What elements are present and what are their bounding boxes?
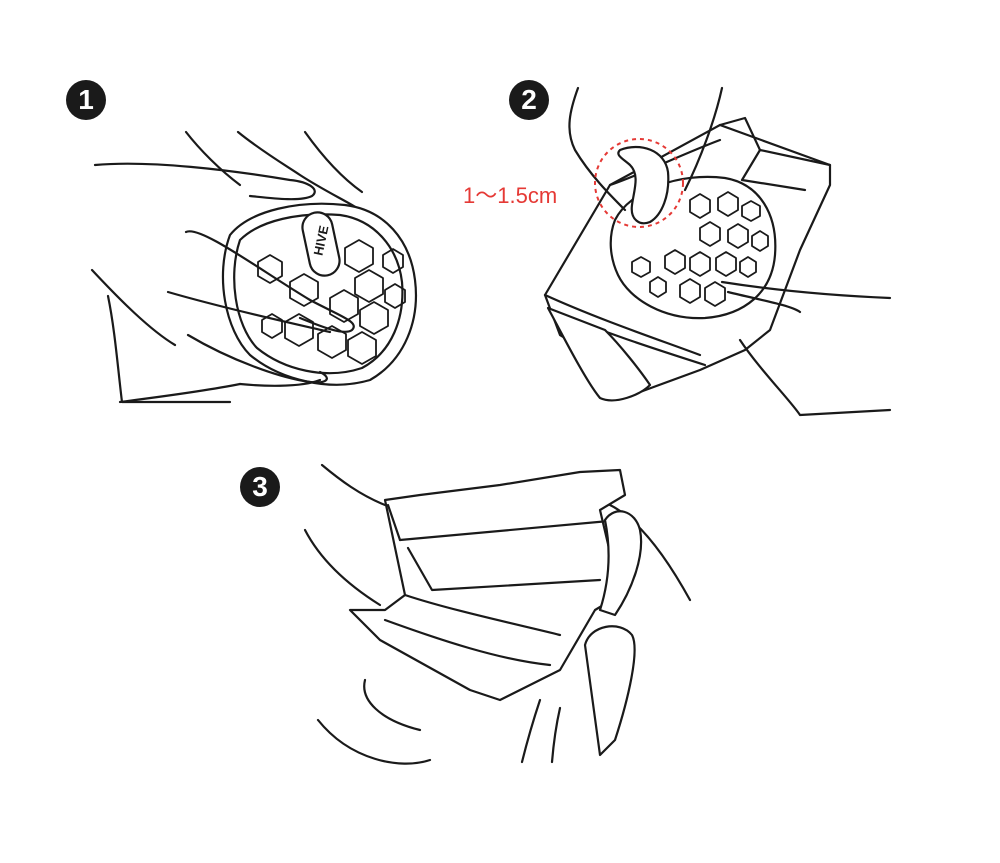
- measurement-label: 1〜1.5cm: [463, 183, 558, 208]
- step-3-illustration: [303, 463, 692, 765]
- measurement-circle: [594, 138, 684, 228]
- step-2-number: 2: [509, 80, 549, 120]
- step-1-number: 1: [66, 80, 106, 120]
- step-2-illustration: [543, 86, 892, 417]
- step-1-number-text: 1: [78, 84, 94, 115]
- step-2-number-text: 2: [521, 84, 537, 115]
- step-3-number-text: 3: [252, 471, 268, 502]
- step-3-number: 3: [240, 467, 280, 507]
- step-1-illustration: [90, 130, 417, 404]
